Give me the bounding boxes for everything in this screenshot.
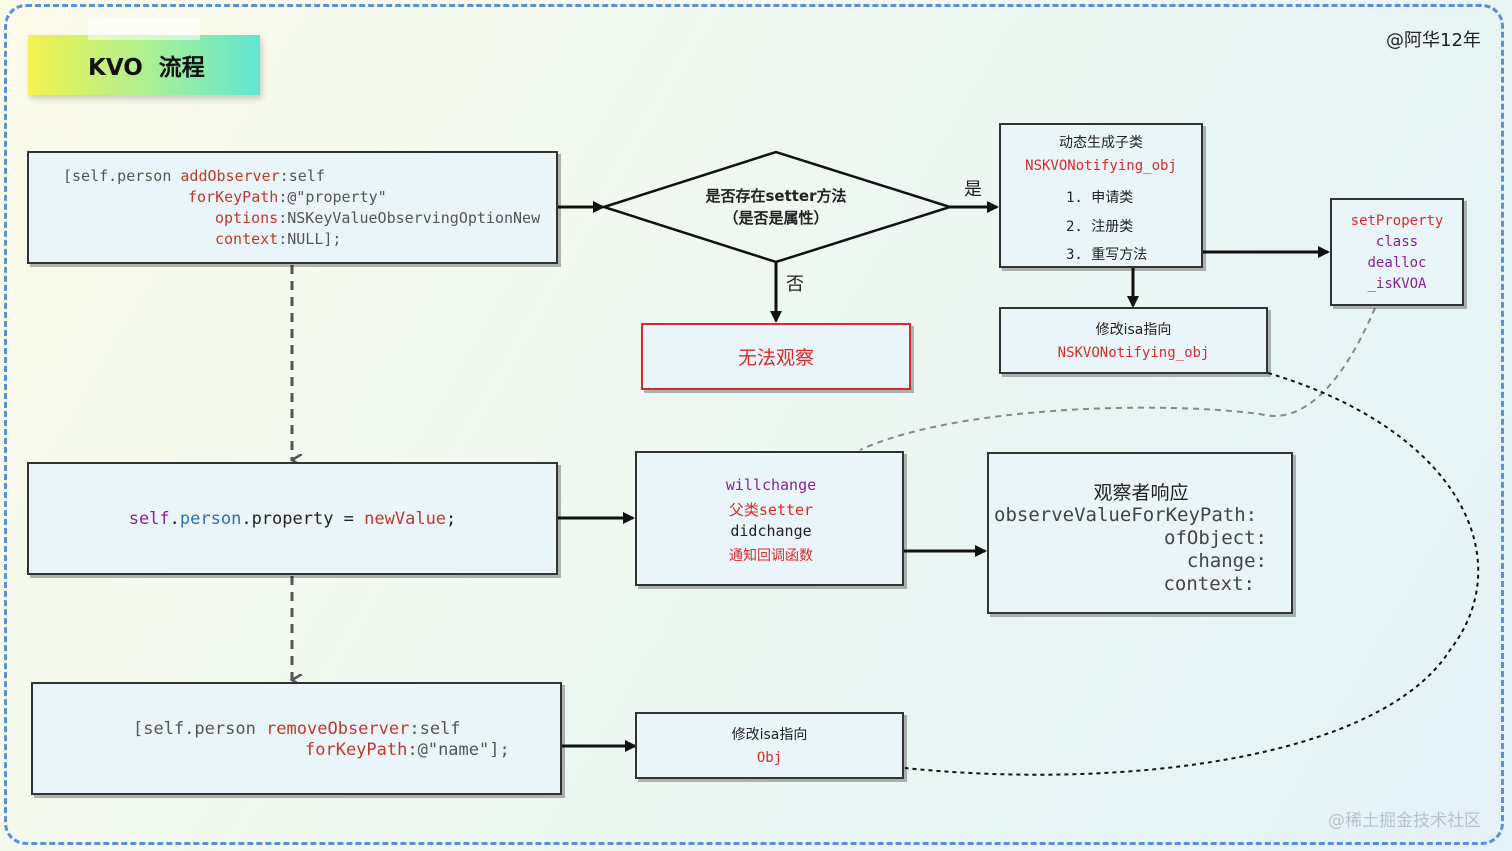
code-selector: options <box>215 209 279 227</box>
setter-flow-box: willchange 父类setter didchange 通知回调函数 <box>635 451 904 586</box>
code-dot: . <box>169 508 180 529</box>
code-self: self <box>128 508 170 529</box>
code-receiver: [self.person <box>133 719 267 739</box>
isa-change-box-2: 修改isa指向 Obj <box>635 712 904 779</box>
override-methods-box: setProperty class dealloc _isKVOA <box>1330 198 1464 306</box>
flow-didchange: didchange <box>730 522 812 540</box>
subclass-title: 动态生成子类 <box>1059 135 1143 151</box>
code-selector: context <box>215 230 279 248</box>
dynamic-subclass-box: 动态生成子类 NSKVONotifying_obj 1. 申请类 2. 注册类 … <box>999 123 1203 268</box>
code-arg: :@"name"]; <box>407 740 510 760</box>
observer-line-3: change: <box>1186 550 1267 572</box>
override-iskvoa: _isKVOA <box>1367 276 1427 292</box>
code-arg: :NULL]; <box>278 230 342 248</box>
code-selector: forKeyPath <box>305 740 408 760</box>
observer-line-2: ofObject: <box>1164 527 1267 549</box>
author-label: @阿华12年 <box>1386 30 1481 51</box>
override-dealloc: dealloc <box>1367 255 1427 271</box>
observer-line-4: context: <box>1163 573 1255 595</box>
isa-change-box-1: 修改isa指向 NSKVONotifying_obj <box>999 307 1268 374</box>
add-observer-box: [self.person addObserver:self forKeyPath… <box>27 151 558 264</box>
add-observer-line4: context:NULL]; <box>215 230 341 248</box>
isa-change-value-1: NSKVONotifying_obj <box>1057 345 1210 361</box>
flow-notify-callback: 通知回调函数 <box>729 548 813 564</box>
code-new-value: newValue <box>364 508 447 529</box>
observer-response-box: 观察者响应 observeValueForKeyPath: ofObject: … <box>987 452 1293 614</box>
decision-line2: （是否是属性） <box>723 209 829 227</box>
subclass-step-3: 3. 重写方法 <box>1066 247 1148 263</box>
subclass-class-name: NSKVONotifying_obj <box>1025 158 1177 174</box>
isa-change-title-2: 修改isa指向 <box>731 727 808 743</box>
code-arg: :self <box>279 167 325 185</box>
flow-willchange: willchange <box>725 476 817 494</box>
isa-change-value-2: Obj <box>756 750 783 766</box>
code-selector: forKeyPath <box>188 188 279 206</box>
observer-title: 观察者响应 <box>1093 482 1189 504</box>
code-property-assign: .property = <box>241 508 365 529</box>
code-semicolon: ; <box>446 508 457 529</box>
add-observer-line1: [self.person addObserver:self <box>63 167 325 185</box>
cannot-observe-text: 无法观察 <box>737 347 814 369</box>
subclass-step-2: 2. 注册类 <box>1066 219 1134 235</box>
page-title: KVO 流程 <box>88 55 205 81</box>
code-arg: :@"property" <box>278 188 387 206</box>
add-observer-line3: options:NSKeyValueObservingOptionNew <box>215 209 540 227</box>
decision-text: 是否存在setter方法 （是否是属性） <box>676 185 876 229</box>
dashed-frame <box>4 4 1504 845</box>
subclass-step-1: 1. 申请类 <box>1066 190 1134 206</box>
watermark: @稀土掘金技术社区 <box>1328 811 1481 831</box>
dashed-link-override-to-flow <box>859 307 1376 451</box>
no-label: 否 <box>786 274 804 295</box>
title-tag: KVO 流程 <box>28 35 260 95</box>
override-setproperty: setProperty <box>1350 213 1444 229</box>
add-observer-line2: forKeyPath:@"property" <box>188 188 387 206</box>
yes-label: 是 <box>964 179 982 200</box>
override-class: class <box>1375 234 1419 250</box>
code-arg: :NSKeyValueObservingOptionNew <box>278 209 541 227</box>
observer-line-1: observeValueForKeyPath: <box>994 504 1258 526</box>
cannot-observe-box: 无法观察 <box>641 323 911 390</box>
remove-observer-line1: [self.person removeObserver:self <box>133 719 461 739</box>
tape-decoration <box>88 18 200 40</box>
code-selector: addObserver <box>180 167 280 185</box>
code-person: person <box>179 508 242 529</box>
code-arg: :self <box>409 719 461 739</box>
remove-observer-box: [self.person removeObserver:self forKeyP… <box>31 682 562 795</box>
dotted-link-isa-restore <box>904 372 1480 776</box>
set-property-box: self.person.property = newValue; <box>27 462 558 575</box>
isa-change-title-1: 修改isa指向 <box>1095 322 1172 338</box>
remove-observer-line2: forKeyPath:@"name"]; <box>305 740 510 760</box>
code-selector: removeObserver <box>266 719 410 739</box>
flow-super-setter: 父类setter <box>728 501 814 519</box>
code-receiver: [self.person <box>63 167 181 185</box>
decision-line1: 是否存在setter方法 <box>705 187 847 205</box>
